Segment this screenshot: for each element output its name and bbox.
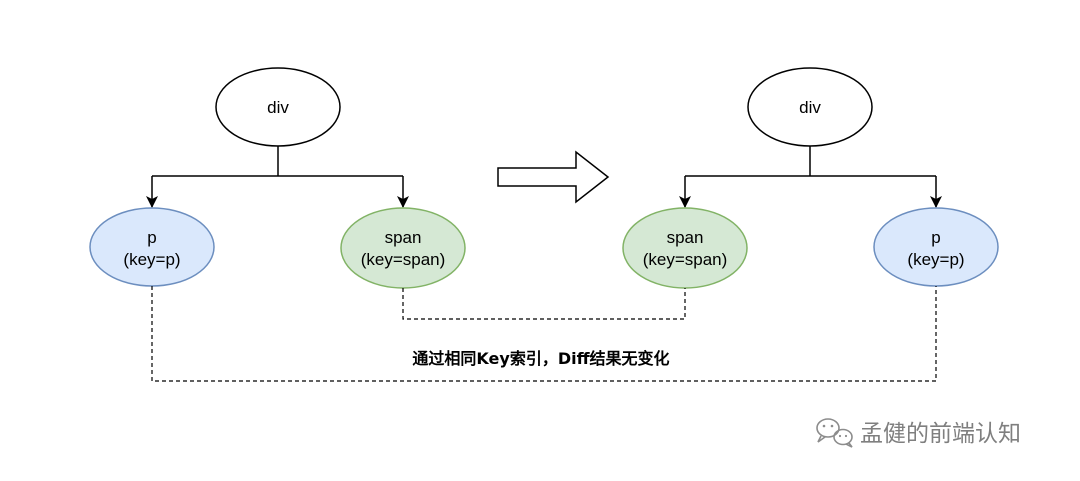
after-left-child-key: (key=span) — [643, 250, 728, 269]
after-right-child-label: p — [931, 228, 940, 247]
after-arrowhead-right — [930, 196, 942, 208]
watermark: 孟健的前端认知 — [816, 418, 1021, 448]
before-right-child-node: span (key=span) — [340, 207, 466, 289]
after-tree: div span (key=span) p (key=p) — [622, 67, 999, 289]
before-tree: div p (key=p) span (key=span) — [89, 67, 466, 289]
before-root-connector — [152, 146, 403, 177]
p-key-match-line — [151, 286, 937, 382]
before-left-child-node: p (key=p) — [89, 207, 215, 287]
after-root-connector — [685, 146, 936, 177]
before-root-label: div — [267, 98, 289, 117]
before-right-child-label: span — [385, 228, 422, 247]
before-right-child-key: (key=span) — [361, 250, 446, 269]
after-left-child-node: span (key=span) — [622, 207, 748, 289]
wechat-icon — [816, 418, 853, 448]
before-left-child-key: (key=p) — [123, 250, 180, 269]
watermark-text: 孟健的前端认知 — [860, 421, 1021, 447]
after-right-child-key: (key=p) — [907, 250, 964, 269]
transition-arrow — [497, 150, 610, 204]
after-arrowhead-left — [679, 196, 691, 208]
span-key-match-line — [402, 288, 686, 320]
before-root-node: div — [215, 67, 341, 147]
after-left-child-label: span — [667, 228, 704, 247]
after-root-label: div — [799, 98, 821, 117]
after-right-child-node: p (key=p) — [873, 207, 999, 287]
diagram-caption: 通过相同Key索引，Diff结果无变化 — [412, 349, 669, 368]
before-arrowhead-right — [397, 196, 409, 208]
after-root-node: div — [747, 67, 873, 147]
before-left-child-label: p — [147, 228, 156, 247]
before-arrowhead-left — [146, 196, 158, 208]
